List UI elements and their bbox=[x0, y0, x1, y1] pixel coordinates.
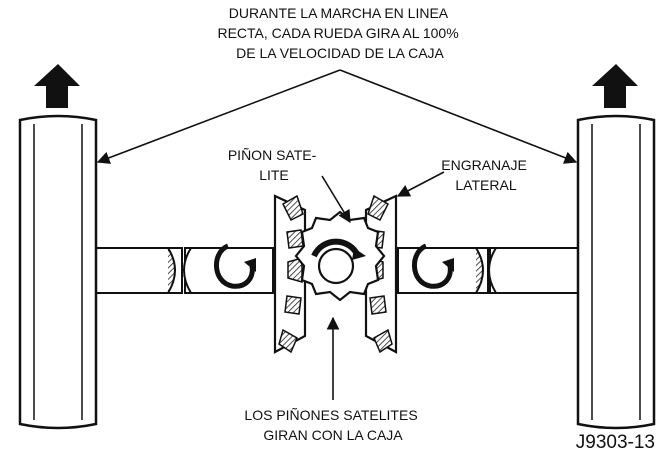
left-wheel-forward-arrow-icon bbox=[34, 64, 80, 108]
right-wheel-forward-arrow-icon bbox=[592, 64, 638, 108]
right-wheel bbox=[576, 114, 656, 430]
pinion-label: PIÑON SATE- LITE bbox=[228, 147, 320, 183]
left-axle-shaft bbox=[91, 247, 274, 294]
caption-leader-left bbox=[96, 69, 341, 164]
figure-code: J9303-13 bbox=[576, 432, 655, 453]
left-shaft-rotation-arrow-icon bbox=[214, 243, 256, 289]
pinion-rotation-arrow-icon bbox=[352, 248, 366, 260]
pinion-gear bbox=[294, 210, 386, 302]
right-axle-shaft bbox=[397, 247, 581, 294]
left-wheel bbox=[18, 114, 98, 430]
top-caption: DURANTE LA MARCHA EN LINEA RECTA, CADA R… bbox=[217, 5, 462, 61]
side-gear-leader bbox=[396, 171, 445, 197]
left-side-gear bbox=[273, 194, 307, 354]
right-shaft-rotation-arrow-icon bbox=[412, 243, 454, 289]
side-gear-label: ENGRANAJE LATERAL bbox=[441, 157, 530, 193]
bottom-caption: LOS PIÑONES SATELITES GIRAN CON LA CAJA bbox=[244, 407, 421, 443]
pinion-leader bbox=[321, 175, 351, 224]
caption-leader-right bbox=[339, 69, 578, 164]
